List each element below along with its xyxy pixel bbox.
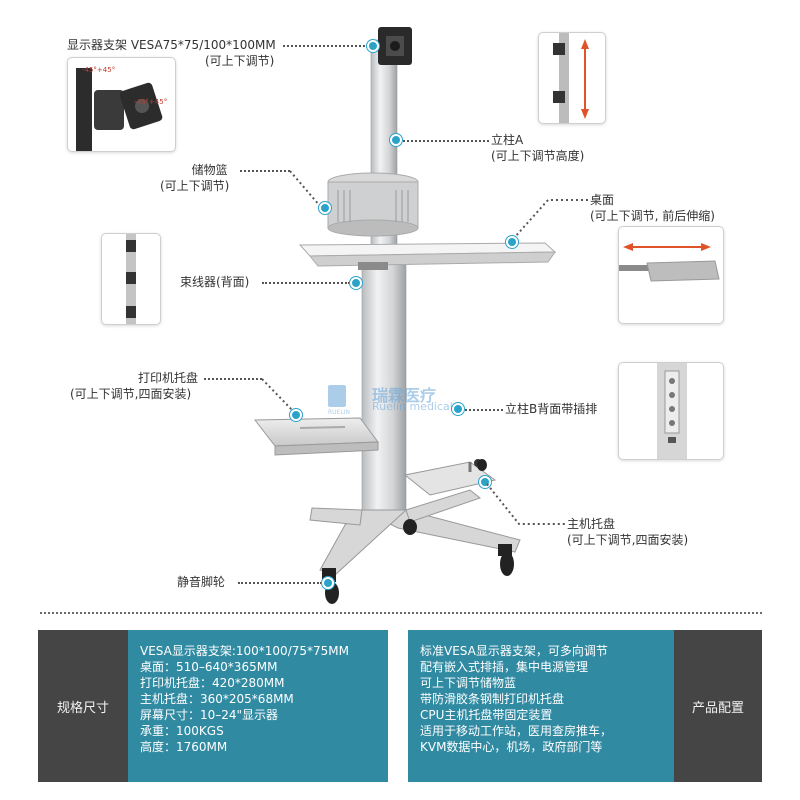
spec-item: 主机托盘：360*205*68MM — [140, 692, 294, 706]
pin-printer-tray — [290, 409, 302, 421]
watermark-en: Ruelin medical — [372, 400, 453, 413]
inset-desk-slide — [618, 226, 724, 324]
spec-item: 承重：100KGS — [140, 724, 224, 738]
desk-slide-detail — [619, 243, 720, 282]
watermark-cn: 瑞霖医疗 — [372, 386, 437, 405]
config-item: 带防滑胶条钢制打印机托盘 — [420, 692, 565, 706]
callout-column-a: 立柱A (可上下调节高度) — [491, 132, 584, 164]
spec-item: 桌面：510–640*365MM — [140, 660, 278, 674]
callout-host-tray-line2: (可上下调节,四面安装) — [567, 533, 689, 547]
callout-casters: 静音脚轮 — [177, 574, 225, 590]
spec-item: 高度：1760MM — [140, 740, 228, 754]
callout-basket-line2: (可上下调节) — [160, 179, 230, 193]
callout-column-b-line1: 立柱B背面带插排 — [505, 402, 598, 416]
config-item: CPU主机托盘带固定装置 — [420, 708, 553, 722]
callout-column-b: 立柱B背面带插排 — [505, 401, 597, 417]
spec-item: 屏幕尺寸：10–24"显示器 — [140, 708, 279, 722]
watermark-mark: RUELIN — [328, 409, 350, 416]
config-item: KVM数据中心，机场，政府部门等 — [420, 740, 603, 754]
config-title: 产品配置 — [691, 700, 744, 716]
callout-basket: 储物篮 (可上下调节) — [160, 162, 229, 194]
callout-host-tray: 主机托盘 (可上下调节,四面安装) — [567, 516, 688, 548]
callout-monitor-mount-line1: 显示器支架 VESA75*75/100*100MM — [67, 38, 276, 52]
callout-monitor-mount-line2: (可上下调节) — [205, 54, 275, 68]
config-title-block: 产品配置 — [674, 630, 762, 782]
callout-desk: 桌面 (可上下调节, 前后伸缩) — [590, 192, 715, 224]
pin-desk — [506, 236, 518, 248]
inset-monitor-mount: -45°+45° -45°+45° — [67, 57, 176, 152]
base — [309, 489, 521, 576]
callout-cable-manager: 束线器(背面) — [180, 274, 249, 290]
column-b — [361, 261, 407, 518]
angle-side-label: -45°+45° — [134, 98, 168, 106]
config-item: 可上下调节储物蓝 — [420, 676, 517, 690]
pin-cable-manager — [350, 277, 362, 289]
power-strip-detail — [657, 363, 687, 459]
leader-host-tray — [486, 483, 565, 525]
callout-casters-line1: 静音脚轮 — [177, 575, 226, 589]
callout-column-a-line1: 立柱A — [491, 133, 524, 147]
callout-printer-tray-line2: (可上下调节,四面安装) — [70, 387, 192, 401]
callout-host-tray-line1: 主机托盘 — [567, 517, 616, 531]
spec-item: VESA显示器支架:100*100/75*75MM — [140, 644, 349, 658]
pin-column-b — [452, 403, 464, 415]
desk-top — [298, 242, 557, 270]
pin-column-a — [390, 134, 402, 146]
config-list: 标准VESA显示器支架，可多向调节 配有嵌入式排插，集中电源管理 可上下调节储物… — [408, 630, 674, 782]
pin-basket — [319, 202, 331, 214]
watermark-logo — [328, 385, 346, 407]
workstation-cart-illustration — [253, 27, 557, 604]
callout-column-a-line2: (可上下调节高度) — [491, 149, 585, 163]
inset-column-height — [538, 32, 606, 124]
config-item: 标准VESA显示器支架，可多向调节 — [420, 644, 608, 658]
inset-power-strip — [618, 362, 724, 460]
storage-basket — [327, 172, 419, 237]
config-item: 配有嵌入式排插，集中电源管理 — [420, 660, 589, 674]
callout-printer-tray-line1: 打印机托盘 — [138, 371, 199, 385]
printer-tray — [253, 417, 379, 456]
callout-monitor-mount: 显示器支架 VESA75*75/100*100MM (可上下调节) — [67, 37, 276, 69]
pin-monitor-mount — [367, 40, 379, 52]
monitor-mount-detail — [76, 68, 163, 151]
callout-desk-line2: (可上下调节, 前后伸缩) — [590, 209, 715, 223]
callout-basket-line1: 储物篮 — [191, 163, 228, 177]
column-height-detail — [553, 33, 589, 123]
callout-desk-line1: 桌面 — [590, 193, 615, 207]
spec-title: 规格尺寸 — [56, 700, 109, 716]
config-item: 适用于移动工作站，医用查房推车， — [420, 724, 613, 738]
section-divider — [40, 612, 762, 614]
angle-top-label: -45°+45° — [82, 66, 116, 74]
spec-list: VESA显示器支架:100*100/75*75MM 桌面：510–640*365… — [128, 630, 388, 782]
spec-title-block: 规格尺寸 — [38, 630, 128, 782]
callout-cable-manager-line1: 束线器(背面) — [180, 275, 250, 289]
basket-rail-detail — [126, 234, 136, 324]
callout-printer-tray: 打印机托盘 (可上下调节,四面安装) — [70, 370, 198, 402]
pin-casters — [322, 577, 334, 589]
inset-basket-rail — [101, 233, 161, 325]
spec-item: 打印机托盘：420*280MM — [140, 676, 285, 690]
leader-desk — [513, 199, 588, 239]
